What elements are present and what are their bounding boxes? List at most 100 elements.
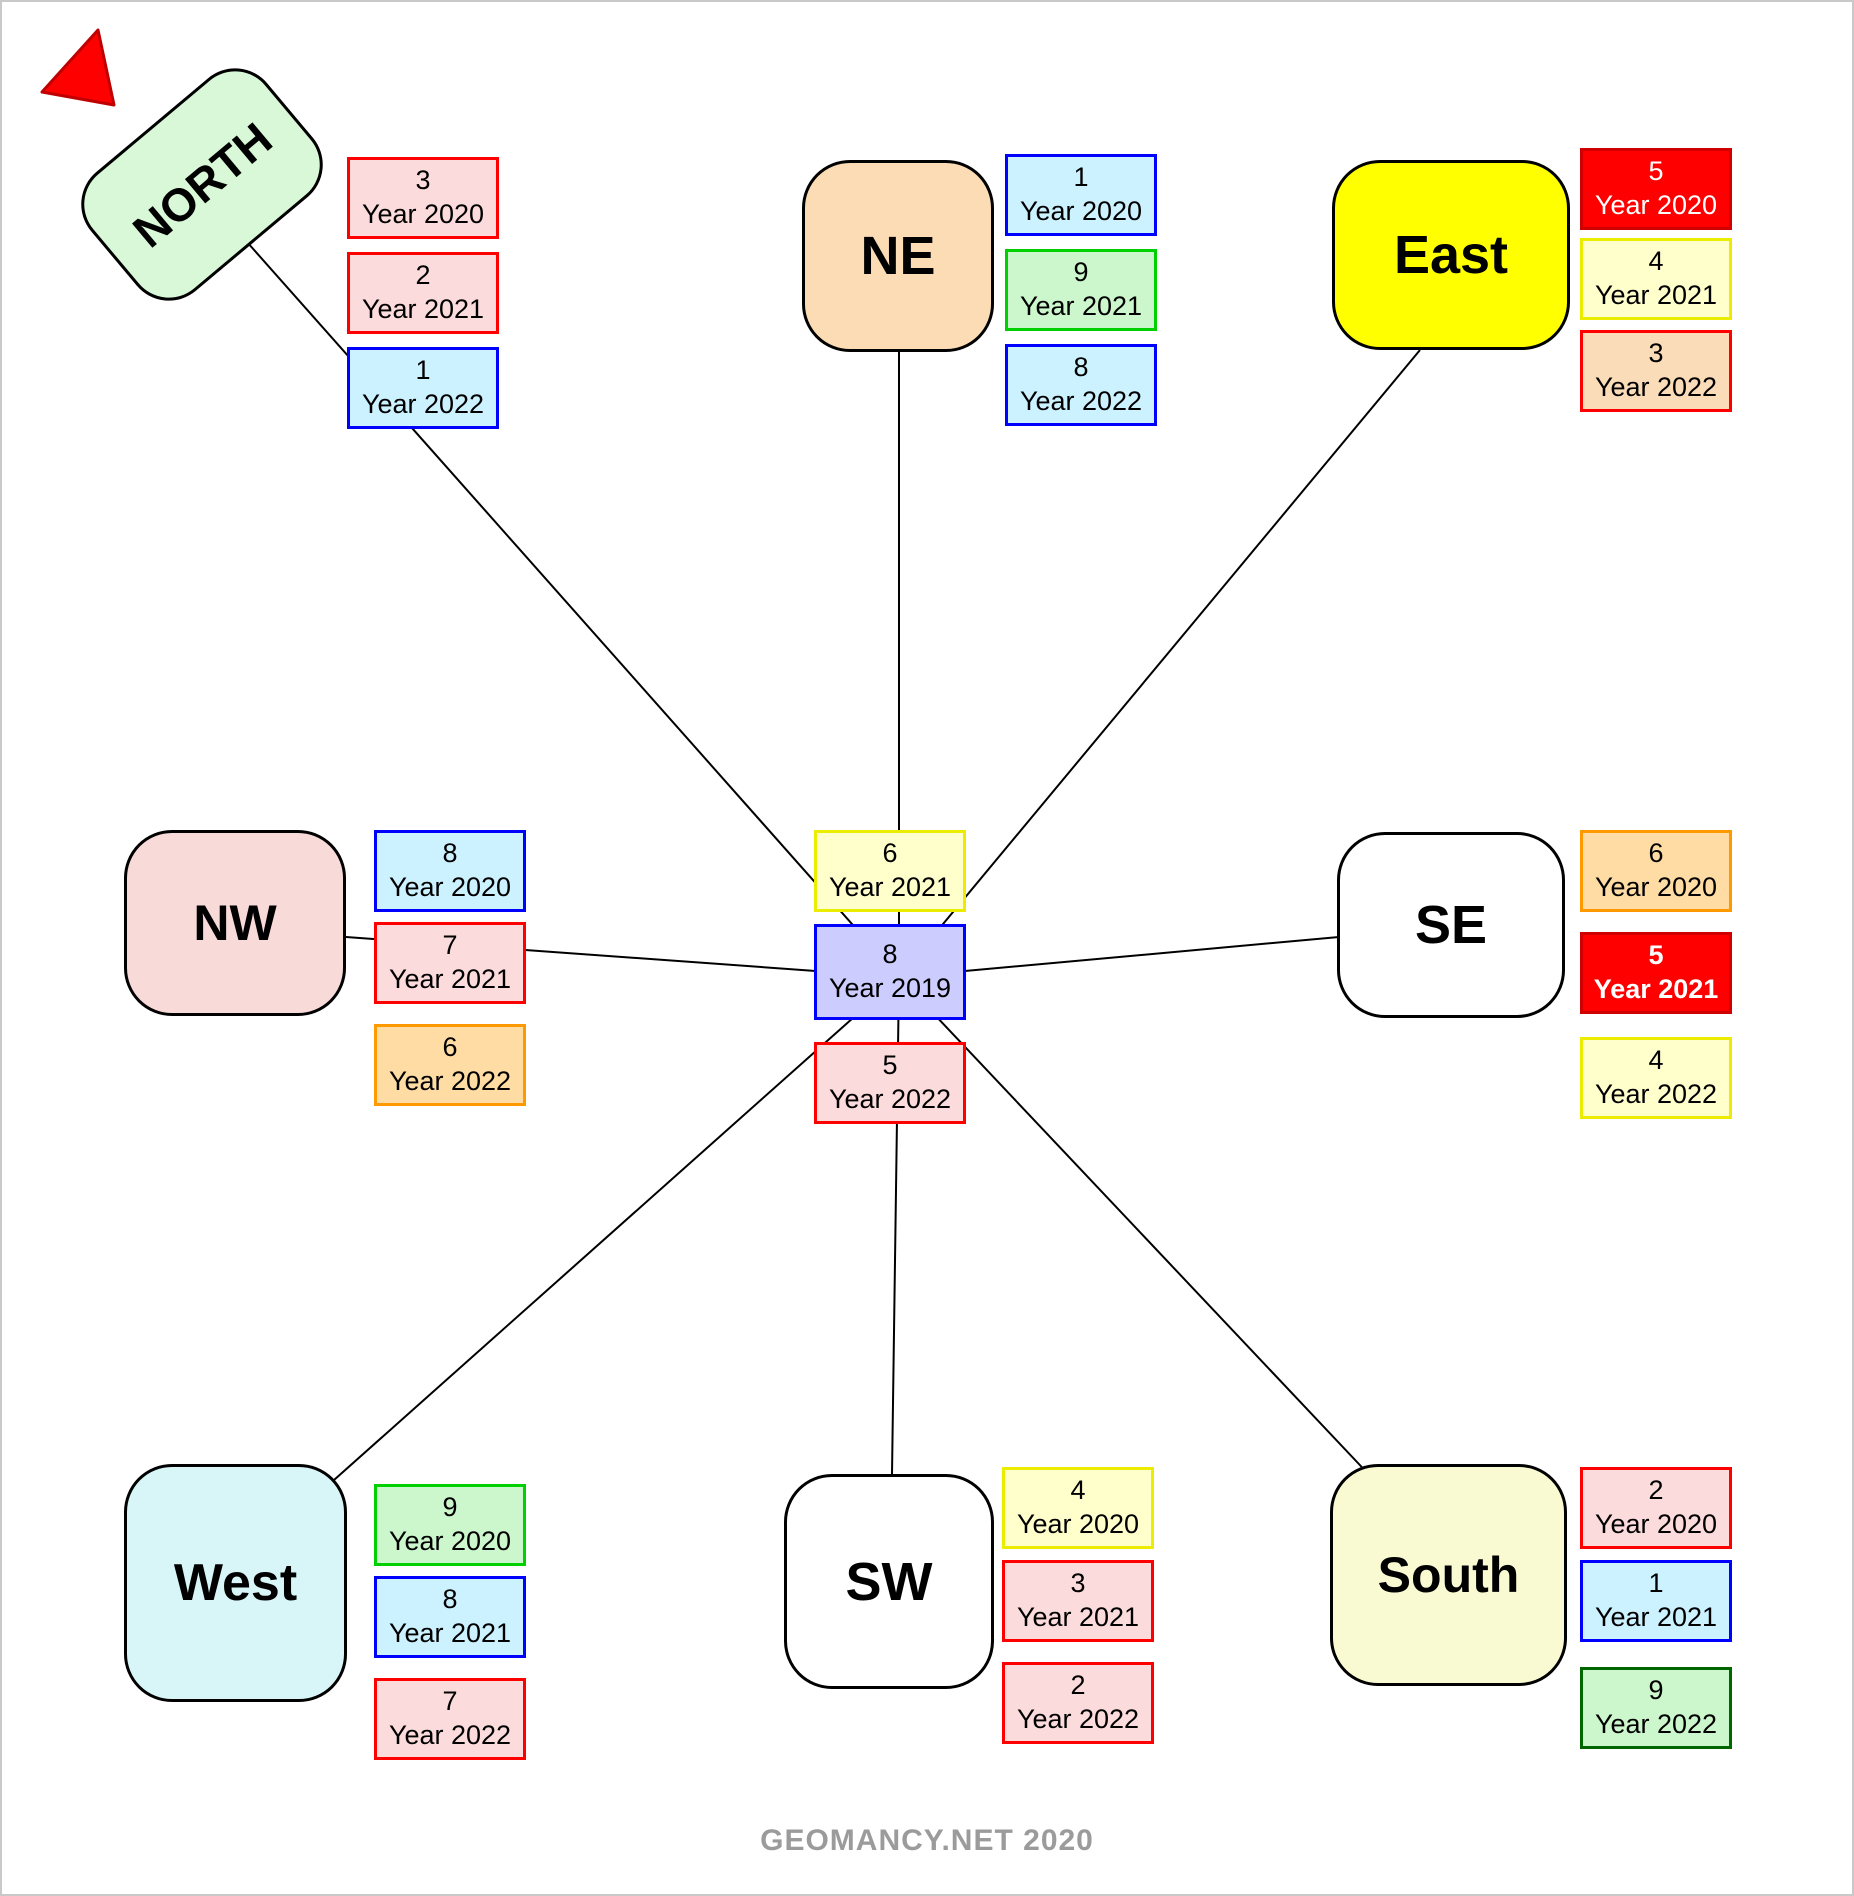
year-label: Year 2020	[388, 872, 512, 902]
direction-label-sw: SW	[845, 1551, 933, 1612]
year-label: Year 2022	[828, 1084, 952, 1114]
year-card-west-2022: 7 Year 2022	[374, 1678, 526, 1760]
star-number: 6	[882, 838, 898, 869]
year-label: Year 2020	[1594, 872, 1718, 902]
star-number: 7	[442, 1686, 458, 1717]
direction-node-se: SE	[1337, 832, 1565, 1018]
north-arrow-icon	[40, 28, 116, 107]
year-label: Year 2020	[1016, 1509, 1140, 1539]
year-label: Year 2021	[1016, 1602, 1140, 1632]
year-card-nw-2022: 6 Year 2022	[374, 1024, 526, 1106]
direction-label-east: East	[1393, 225, 1509, 285]
direction-label-ne: NE	[860, 226, 936, 286]
line-center-south	[898, 976, 1375, 1481]
direction-label-north: NORTH	[122, 112, 282, 257]
year-card-west-2021: 8 Year 2021	[374, 1576, 526, 1658]
year-label: Year 2020	[388, 1526, 512, 1556]
year-card-south-2021: 1 Year 2021	[1580, 1560, 1732, 1642]
star-number: 9	[442, 1492, 458, 1523]
year-card-east-2022: 3 Year 2022	[1580, 330, 1732, 412]
star-number: 3	[1648, 338, 1664, 369]
star-number: 3	[1070, 1568, 1086, 1599]
direction-node-west: West	[124, 1464, 347, 1702]
line-center-west	[333, 976, 900, 1481]
center-card-2019: 8 Year 2019	[814, 924, 966, 1020]
star-number: 2	[415, 260, 431, 291]
star-number: 5	[882, 1050, 898, 1081]
direction-node-nw: NW	[124, 830, 346, 1016]
star-number: 6	[442, 1032, 458, 1063]
star-number: 7	[442, 930, 458, 961]
direction-label-west: West	[173, 1554, 298, 1612]
year-card-south-2020: 2 Year 2020	[1580, 1467, 1732, 1549]
star-number: 5	[1648, 156, 1664, 187]
year-label: Year 2022	[1594, 372, 1718, 402]
year-label: Year 2021	[1594, 280, 1718, 310]
year-label: Year 2022	[361, 389, 485, 419]
year-card-se-2021: 5 Year 2021	[1580, 932, 1732, 1014]
year-card-north-2021: 2 Year 2021	[347, 252, 499, 334]
footer-credit: GEOMANCY.NET 2020	[760, 1824, 1094, 1857]
year-card-west-2020: 9 Year 2020	[374, 1484, 526, 1566]
line-center-se	[898, 936, 1340, 978]
center-card-2021: 6 Year 2021	[814, 830, 966, 912]
year-card-ne-2021: 9 Year 2021	[1005, 249, 1157, 331]
star-number: 1	[1648, 1568, 1664, 1599]
star-number: 8	[1073, 352, 1089, 383]
year-label: Year 2022	[1594, 1079, 1718, 1109]
star-number: 8	[442, 1584, 458, 1615]
star-number: 6	[1648, 838, 1664, 869]
direction-node-sw: SW	[784, 1474, 994, 1689]
star-number: 8	[882, 939, 898, 970]
direction-label-se: SE	[1414, 895, 1488, 955]
direction-node-south: South	[1330, 1464, 1567, 1686]
year-card-se-2022: 4 Year 2022	[1580, 1037, 1732, 1119]
year-label: Year 2021	[388, 1618, 512, 1648]
year-label: Year 2022	[388, 1066, 512, 1096]
year-card-ne-2020: 1 Year 2020	[1005, 154, 1157, 236]
year-label: Year 2022	[1016, 1704, 1140, 1734]
year-card-south-2022: 9 Year 2022	[1580, 1667, 1732, 1749]
year-label: Year 2021	[388, 964, 512, 994]
star-number: 9	[1648, 1675, 1664, 1706]
star-number: 4	[1070, 1475, 1086, 1506]
year-label: Year 2019	[828, 973, 952, 1003]
year-label: Year 2021	[361, 294, 485, 324]
star-number: 2	[1070, 1670, 1086, 1701]
direction-node-east: East	[1332, 160, 1570, 350]
year-label: Year 2021	[1019, 291, 1143, 321]
year-card-north-2022: 1 Year 2022	[347, 347, 499, 429]
star-number: 5	[1648, 940, 1664, 971]
year-label: Year 2021	[828, 872, 952, 902]
year-card-sw-2022: 2 Year 2022	[1002, 1662, 1154, 1744]
star-number: 3	[415, 165, 431, 196]
year-card-sw-2020: 4 Year 2020	[1002, 1467, 1154, 1549]
year-card-sw-2021: 3 Year 2021	[1002, 1560, 1154, 1642]
year-label: Year 2022	[1594, 1709, 1718, 1739]
year-card-north-2020: 3 Year 2020	[347, 157, 499, 239]
star-number: 4	[1648, 1045, 1664, 1076]
star-number: 9	[1073, 257, 1089, 288]
direction-label-south: South	[1377, 1547, 1520, 1603]
year-label: Year 2020	[1019, 196, 1143, 226]
year-label: Year 2020	[1594, 190, 1718, 220]
year-label: Year 2022	[1019, 386, 1143, 416]
year-card-east-2020: 5 Year 2020	[1580, 148, 1732, 230]
center-card-2022: 5 Year 2022	[814, 1042, 966, 1124]
star-number: 1	[1073, 162, 1089, 193]
year-label: Year 2020	[361, 199, 485, 229]
star-number: 2	[1648, 1475, 1664, 1506]
year-label: Year 2022	[388, 1720, 512, 1750]
direction-label-nw: NW	[193, 895, 277, 951]
year-card-nw-2021: 7 Year 2021	[374, 922, 526, 1004]
star-number: 1	[415, 355, 431, 386]
year-card-nw-2020: 8 Year 2020	[374, 830, 526, 912]
year-label: Year 2021	[1594, 1602, 1718, 1632]
line-center-east	[898, 349, 1421, 978]
star-number: 8	[442, 838, 458, 869]
year-label: Year 2021	[1593, 974, 1719, 1004]
year-card-east-2021: 4 Year 2021	[1580, 238, 1732, 320]
year-card-ne-2022: 8 Year 2022	[1005, 344, 1157, 426]
star-number: 4	[1648, 246, 1664, 277]
